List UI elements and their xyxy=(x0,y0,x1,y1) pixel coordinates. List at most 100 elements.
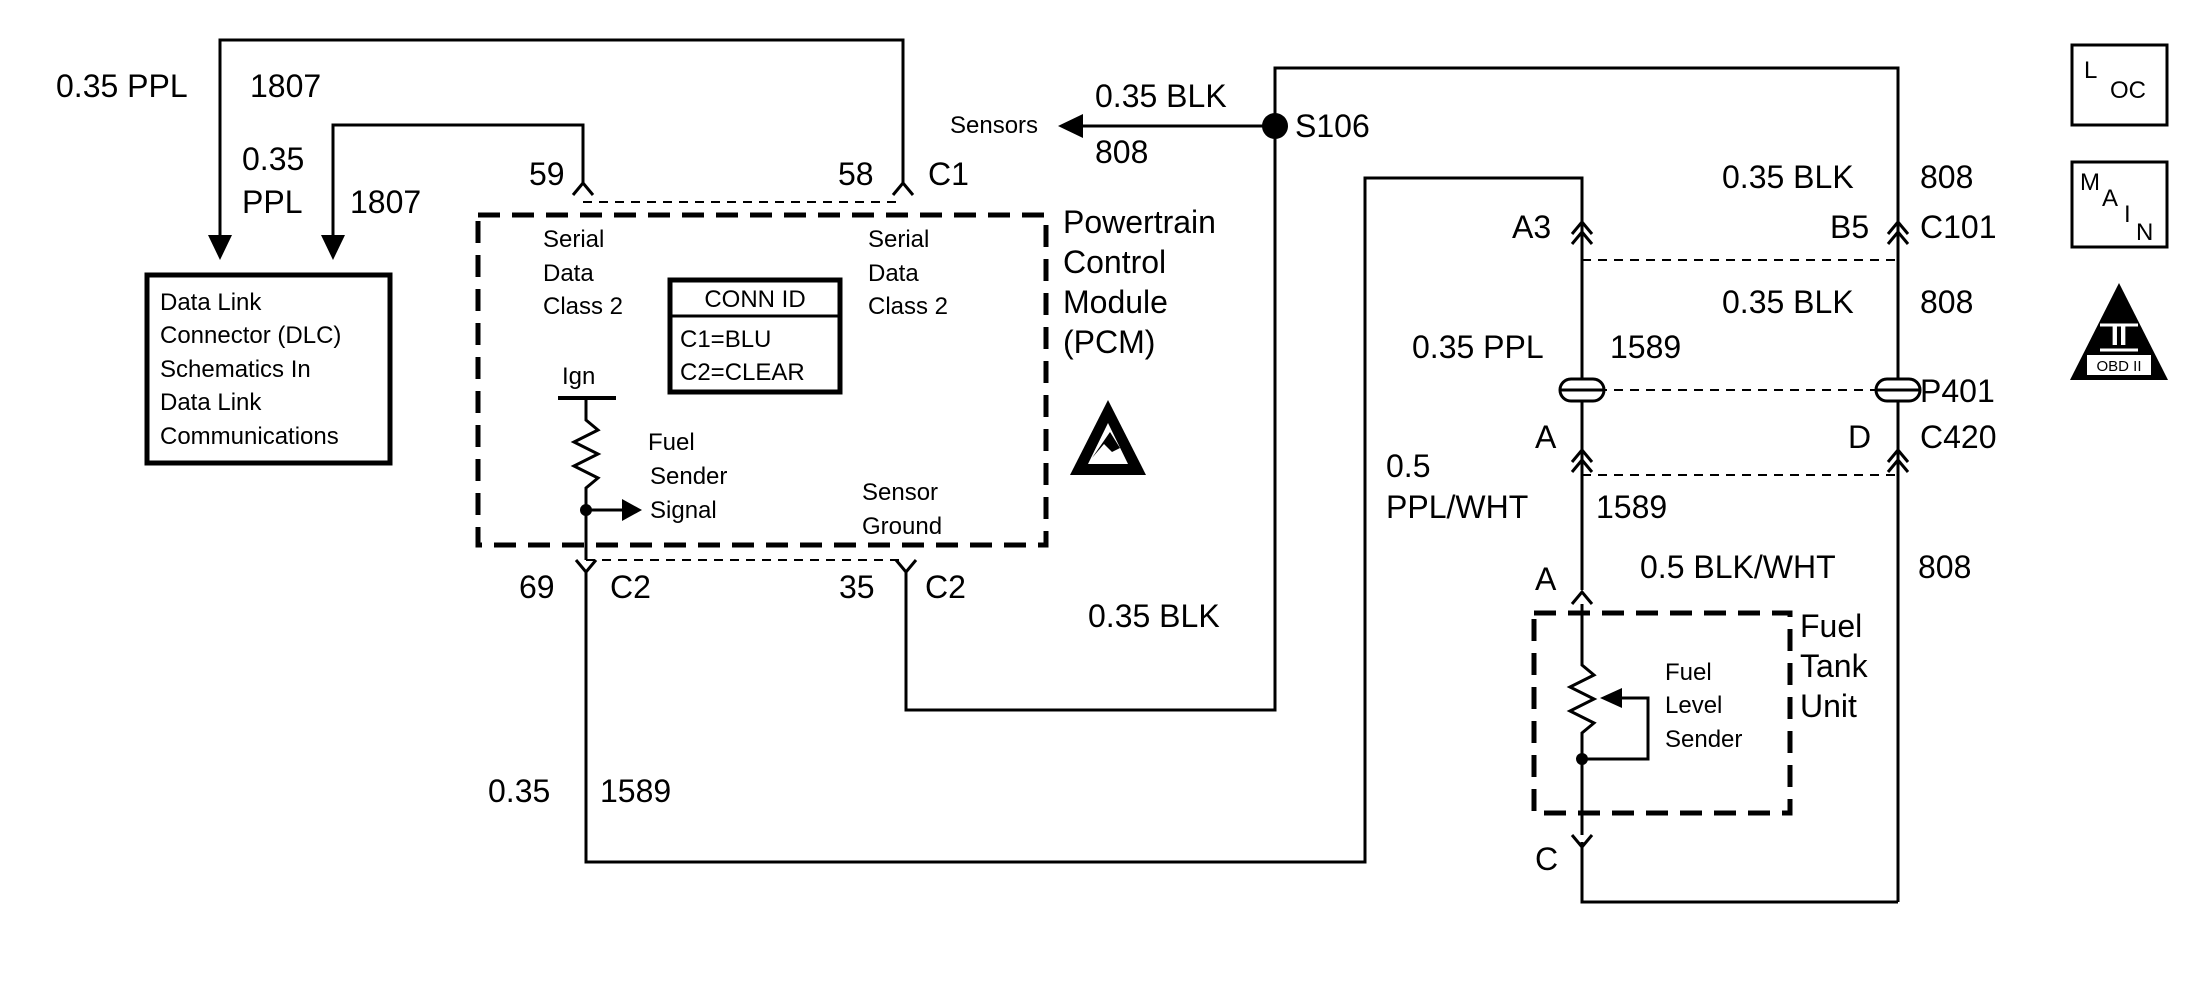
fuel-level-wiper xyxy=(1582,696,1650,761)
fuel-level-resistor xyxy=(1566,604,1598,835)
connector-c101-label: C101 xyxy=(1920,209,1997,245)
wire-blk-sensor-ground xyxy=(904,126,1277,712)
splice-s106-label: S106 xyxy=(1295,108,1370,144)
pcm-box xyxy=(475,212,1049,548)
serial-data-right-label: Serial Data Class 2 xyxy=(868,226,948,320)
svg-text:Sender: Sender xyxy=(650,463,727,490)
svg-text:CONN ID: CONN ID xyxy=(704,286,805,313)
connector-b5-label: B5 xyxy=(1830,209,1869,245)
svg-text:Serial: Serial xyxy=(543,226,604,253)
wire-circuit-1589-bottom: 1589 xyxy=(600,773,671,809)
connector-a-c420-label: A xyxy=(1535,419,1557,455)
sensor-ground-label: Sensor Ground xyxy=(862,479,942,540)
svg-text:Control: Control xyxy=(1063,244,1166,280)
svg-text:Sensor: Sensor xyxy=(862,479,938,506)
svg-text:C1=BLU: C1=BLU xyxy=(680,326,771,353)
svg-text:Fuel: Fuel xyxy=(1800,608,1862,644)
svg-text:M: M xyxy=(2080,169,2100,196)
wire-label-blk-wht: 0.5 BLK/WHT xyxy=(1640,549,1836,585)
connector-a3-label: A3 xyxy=(1512,209,1551,245)
connector-a-tank-label: A xyxy=(1535,561,1557,597)
wire-circuit-1807-inner: 1807 xyxy=(350,184,421,220)
dlc-box xyxy=(144,272,393,466)
svg-text:Fuel: Fuel xyxy=(648,429,695,456)
wire-ppl-1807-inner xyxy=(331,123,585,248)
wire-label-ppl-1589: 0.35 PPL xyxy=(1412,329,1544,365)
wire-blk-808-top xyxy=(1273,66,1900,240)
svg-text:L: L xyxy=(2084,57,2097,84)
arrow-to-dlc-outer xyxy=(208,235,232,260)
wire-circuit-808-blk-wht: 808 xyxy=(1918,549,1971,585)
svg-text:Powertrain: Powertrain xyxy=(1063,204,1216,240)
wire-label-ppl-inner-2: PPL xyxy=(242,184,302,220)
wire-circuit-1589-ppl-wht: 1589 xyxy=(1596,489,1667,525)
svg-text:Ground: Ground xyxy=(862,513,942,540)
pcm-title: Powertrain Control Module (PCM) xyxy=(1063,204,1216,360)
connector-c2-left-label: C2 xyxy=(610,569,651,605)
esd-warning-icon xyxy=(1070,400,1146,475)
svg-text:Class 2: Class 2 xyxy=(868,293,948,320)
connector-c1-label: C1 xyxy=(928,156,969,192)
wire-label-blk-top: 0.35 BLK xyxy=(1095,78,1227,114)
fuel-sender-signal-label: Fuel Sender Signal xyxy=(648,429,727,524)
pcm-resistor xyxy=(570,398,602,560)
wire-circuit-1589-ppl: 1589 xyxy=(1610,329,1681,365)
loc-icon[interactable]: L OC xyxy=(2070,43,2169,127)
main-icon[interactable]: M A I N xyxy=(2070,160,2169,249)
svg-text:C2=CLEAR: C2=CLEAR xyxy=(680,359,805,386)
svg-text:Module: Module xyxy=(1063,284,1168,320)
pin-59: 59 xyxy=(529,156,565,192)
wire-blk-808-return xyxy=(1580,842,1898,904)
wire-label-ppl-wht-1: 0.5 xyxy=(1386,448,1430,484)
wire-circuit-1807-outer: 1807 xyxy=(250,68,321,104)
fuel-tank-unit-title: Fuel Tank Unit xyxy=(1800,608,1869,724)
pin-58: 58 xyxy=(838,156,874,192)
wire-label-ppl-outer: 0.35 PPL xyxy=(56,68,188,104)
wire-label-blk-mid: 0.35 BLK xyxy=(1088,598,1220,634)
arrow-to-sensors xyxy=(1058,114,1083,138)
p401-connector-left xyxy=(1558,377,1606,403)
connector-p401-label: P401 xyxy=(1920,373,1995,409)
svg-text:(PCM): (PCM) xyxy=(1063,324,1155,360)
svg-text:OBD II: OBD II xyxy=(2096,358,2141,375)
svg-text:Serial: Serial xyxy=(868,226,929,253)
fuel-level-sender-label: Fuel Level Sender xyxy=(1665,659,1742,753)
dlc-box-text: Data Link Connector (DLC) Schematics In … xyxy=(160,289,341,450)
connector-c-tank-label: C xyxy=(1535,841,1558,877)
svg-text:Data: Data xyxy=(868,260,919,287)
svg-text:Fuel: Fuel xyxy=(1665,659,1712,686)
wire-label-0-35-bottom: 0.35 xyxy=(488,773,550,809)
wire-circuit-808-right-1: 808 xyxy=(1920,159,1973,195)
connector-d-c420-label: D xyxy=(1848,419,1871,455)
svg-text:Schematics In: Schematics In xyxy=(160,356,311,383)
wire-label-blk-right-2: 0.35 BLK xyxy=(1722,284,1854,320)
svg-text:I: I xyxy=(2124,201,2131,228)
svg-text:Communications: Communications xyxy=(160,423,339,450)
pin-69: 69 xyxy=(519,569,555,605)
arrow-to-dlc-inner xyxy=(321,235,345,260)
svg-text:Data: Data xyxy=(543,260,594,287)
svg-text:Class 2: Class 2 xyxy=(543,293,623,320)
sensors-label: Sensors xyxy=(950,112,1038,139)
connector-c2-right-label: C2 xyxy=(925,569,966,605)
p401-connector-right xyxy=(1874,377,1922,403)
wire-label-ppl-wht-2: PPL/WHT xyxy=(1386,489,1528,525)
svg-text:Data Link: Data Link xyxy=(160,389,262,416)
fuel-level-wiper-arrow xyxy=(1600,688,1622,708)
conn-id-box: CONN ID C1=BLU C2=CLEAR xyxy=(667,277,843,395)
svg-text:Data Link: Data Link xyxy=(160,289,262,316)
svg-text:N: N xyxy=(2136,219,2153,246)
wire-1589-fuel-sender xyxy=(584,176,1584,864)
pin-35: 35 xyxy=(839,569,875,605)
svg-text:Level: Level xyxy=(1665,692,1722,719)
wire-label-blk-right-1: 0.35 BLK xyxy=(1722,159,1854,195)
connector-c420-label: C420 xyxy=(1920,419,1997,455)
obd-ii-icon[interactable]: II OBD II xyxy=(2070,283,2168,380)
ign-label: Ign xyxy=(562,363,595,390)
connector-pins xyxy=(571,180,1910,850)
pcm-sense-arrow xyxy=(622,499,642,521)
svg-text:OC: OC xyxy=(2110,77,2146,104)
svg-text:II: II xyxy=(2111,319,2128,352)
wire-circuit-808-top: 808 xyxy=(1095,134,1148,170)
